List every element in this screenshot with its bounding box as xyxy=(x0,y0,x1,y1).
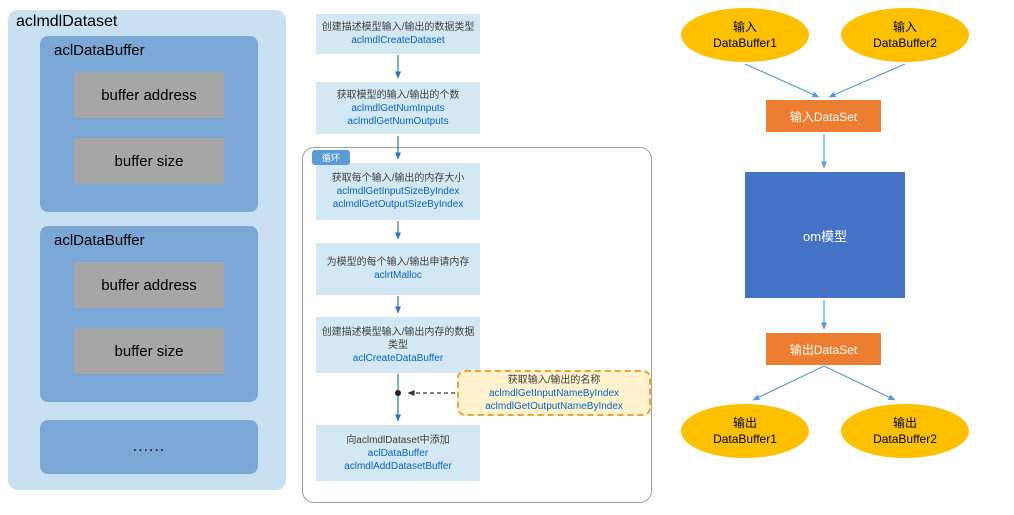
ellipse-label-line1: 输出 xyxy=(892,415,917,430)
input-databuffer1-ellipse: 输入 DataBuffer1 xyxy=(681,8,809,62)
step-desc: 获取每个输入/输出的内存大小 xyxy=(331,173,465,184)
step-api: aclmdlGetNumInputs xyxy=(351,102,445,114)
optional-connector xyxy=(395,390,455,396)
step-api: aclmdlCreateDataset xyxy=(351,35,445,46)
flow-step-malloc: 为模型的每个输入/输出申请内存 aclrtMalloc xyxy=(316,243,480,295)
output-databuffer2-ellipse: 输出 DataBuffer2 xyxy=(841,404,969,458)
optional-get-name-box: 获取输入/输出的名称 aclmdlGetInputNameByIndex acl… xyxy=(457,370,651,416)
flow-step-add-databuffer: 向aclmdlDataset中添加 aclDataBuffer aclmdlAd… xyxy=(316,425,480,481)
output-databuffer1-ellipse: 输出 DataBuffer1 xyxy=(681,404,809,458)
ellipse-label-line1: 输入 xyxy=(732,19,757,34)
ellipse-label-line1: 输出 xyxy=(732,415,757,430)
step-api: aclCreateDataBuffer xyxy=(352,352,444,364)
step-desc: 创建描述模型输入/输出的数据类型 xyxy=(321,22,475,33)
ellipse-label-line2: DataBuffer2 xyxy=(873,36,937,50)
buffer-size-field: buffer size xyxy=(74,138,224,184)
step-api: aclmdlGetInputNameByIndex xyxy=(488,387,620,399)
input-databuffer2-ellipse: 输入 DataBuffer2 xyxy=(841,8,969,62)
step-api: aclmdlGetNumOutputs xyxy=(347,115,449,127)
step-api: aclmdlGetInputSizeByIndex xyxy=(336,186,460,197)
step-desc: 创建描述模型输入/输出内存的数据类型 xyxy=(321,326,475,351)
acl-dataset-panel: aclmdlDataset aclDataBuffer buffer addre… xyxy=(8,10,286,490)
step-api: aclDataBuffer xyxy=(367,447,429,459)
flow-step-get-size: 获取每个输入/输出的内存大小 aclmdlGetInputSizeByIndex… xyxy=(316,163,480,220)
buffer-address-field: buffer address xyxy=(74,262,224,308)
buffer-size-field: buffer size xyxy=(74,328,224,374)
flow-step-create-dataset: 创建描述模型输入/输出的数据类型 aclmdlCreateDataset xyxy=(316,14,480,54)
step-api: aclmdlAddDatasetBuffer xyxy=(344,460,452,472)
step-desc: 向aclmdlDataset中添加 xyxy=(346,434,450,446)
data-buffer-block-2: aclDataBuffer buffer address buffer size xyxy=(40,226,258,402)
ellipse-label-line2: DataBuffer2 xyxy=(873,432,937,446)
input-dataset-box: 输入DataSet xyxy=(766,100,881,132)
ellipse-label-line1: 输入 xyxy=(892,19,917,34)
step-desc: 获取输入/输出的名称 xyxy=(507,374,601,386)
step-api: aclmdlGetOutputNameByIndex xyxy=(485,400,623,412)
panel-title: aclmdlDataset xyxy=(16,13,118,30)
step-desc: 获取模型的输入/输出的个数 xyxy=(336,89,460,101)
buffer-address-field: buffer address xyxy=(74,72,224,118)
ellipse-label-line2: DataBuffer1 xyxy=(713,432,777,446)
ellipsis-box: ...... xyxy=(40,420,258,474)
output-dataset-box: 输出DataSet xyxy=(766,333,881,365)
step-api: aclrtMalloc xyxy=(374,270,422,281)
buffer-title: aclDataBuffer xyxy=(54,42,145,59)
buffer-title: aclDataBuffer xyxy=(54,232,145,249)
right-connectors xyxy=(744,63,906,401)
flow-step-create-databuffer: 创建描述模型输入/输出内存的数据类型 aclCreateDataBuffer xyxy=(316,317,480,373)
loop-badge: 循环 xyxy=(312,150,351,165)
step-api: aclmdlGetOutputSizeByIndex xyxy=(332,199,464,210)
om-model-box: om模型 xyxy=(745,172,905,298)
step-desc: 为模型的每个输入/输出申请内存 xyxy=(326,257,470,268)
data-buffer-block-1: aclDataBuffer buffer address buffer size xyxy=(40,36,258,212)
ellipse-label-line2: DataBuffer1 xyxy=(713,36,777,50)
flow-step-get-num: 获取模型的输入/输出的个数 aclmdlGetNumInputs aclmdlG… xyxy=(316,82,480,134)
